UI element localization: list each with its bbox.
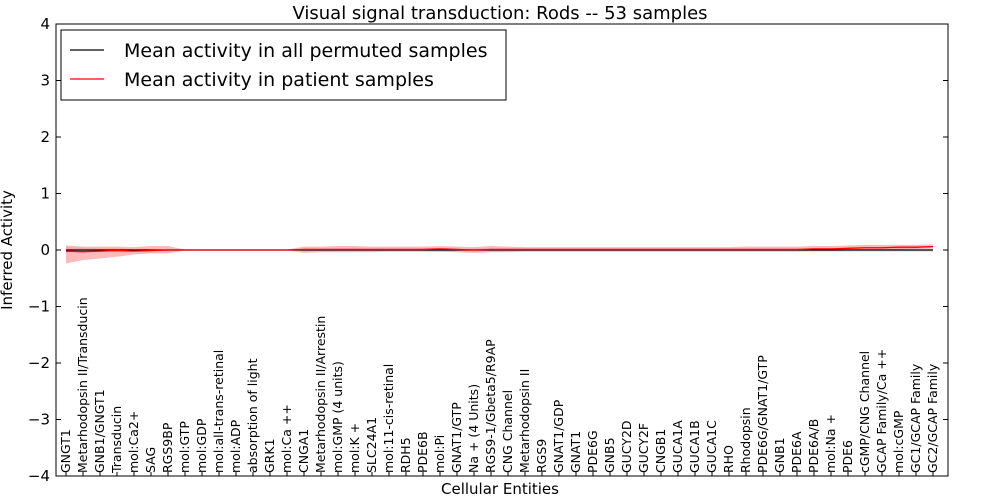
x-tick-label: mol:K + [347,423,362,473]
x-tick-label: mol:GDP [194,418,209,473]
x-tick-label: GCAP Family/Ca ++ [874,349,889,473]
y-tick-label: 1 [40,185,50,203]
x-tick-label: GNB1 [772,437,787,473]
x-tick-label: Metarhodopsin II [517,369,532,473]
x-tick-label: CNGB1 [653,429,668,473]
x-tick-label: PDE6A/B [806,419,821,473]
x-tick-label: GC2/GCAP Family [925,363,940,473]
x-tick-label: GNB1/GNGT1 [92,389,107,473]
legend-box [60,29,507,101]
x-tick-label: PDE6B [415,431,430,473]
x-tick-label: GUCY2F [636,423,651,473]
y-axis-label: Inferred Activity [0,190,16,310]
y-axis: 4 3 2 1 0 −1 −2 −3 −4 [28,15,948,485]
x-tick-label: mol:Ca2+ [126,411,141,473]
y-tick-label: 0 [40,241,50,259]
x-tick-label: mol:ADP [228,419,243,473]
x-tick-label: GUCY2D [619,420,634,473]
y-tick-label: −1 [28,298,50,316]
x-tick-label: GRK1 [262,438,277,473]
x-tick-label: RDH5 [398,437,413,473]
x-tick-label: mol:GMP (4 units) [330,361,345,473]
y-tick-label: 4 [40,15,50,33]
x-tick-label: mol:Ca ++ [279,404,294,473]
x-tick-label: GUCA1A [670,420,685,473]
x-tick-label: Metarhodopsin II/Transducin [75,297,90,473]
y-tick-label: −3 [28,411,50,429]
legend-label-patient: Mean activity in patient samples [124,69,434,91]
y-tick-label: −4 [28,467,50,485]
x-tick-label: GNAT1/GTP [449,402,464,473]
x-tick-label: PDE6A [789,431,804,473]
x-tick-label: Na + (4 Units) [466,384,481,473]
x-tick-label: GNAT1/GDP [551,399,566,473]
x-tick-label: mol:all-trans-retinal [211,350,226,473]
x-tick-label: GNGT1 [58,429,73,473]
legend-label-permuted: Mean activity in all permuted samples [124,40,487,62]
x-tick-label: mol:GTP [177,421,192,473]
x-tick-label: CNG Channel [500,390,515,473]
y-tick-label: 3 [40,72,50,90]
y-tick-label: 2 [40,128,50,146]
x-tick-label: PDE6G [585,430,600,473]
x-tick-label: RHO [721,445,736,473]
x-tick-label: Metarhodopsin II/Arrestin [313,316,328,473]
x-tick-label: mol:11-cis-retinal [381,364,396,473]
series-line-1 [65,245,934,253]
x-tick-label: GC1/GCAP Family [908,363,923,473]
series-band-1 [66,244,933,264]
x-tick-label: RGS9-1/Gbeta5/R9AP [483,339,498,473]
x-tick-label: SAG [143,447,158,473]
x-tick-label: SLC24A1 [364,417,379,473]
x-axis-label: Cellular Entities [441,480,559,498]
x-tick-label: cGMP/CNG Channel [857,351,872,473]
x-tick-label: GUCA1C [704,420,719,473]
x-tick-label: Rhodopsin [738,407,753,473]
x-tick-label: Transducin [109,406,124,474]
legend: Mean activity in all permuted samples Me… [60,29,507,101]
x-tick-label: mol:Pi [432,435,447,473]
x-tick-label: PDE6G/GNAT1/GTP [755,355,770,473]
x-tick-label: absorption of light [245,358,260,473]
x-tick-label: RGS9 [534,439,549,473]
plot-area [65,244,934,264]
x-tick-label: CNGA1 [296,429,311,473]
x-tick-label: GUCA1B [687,420,702,473]
x-tick-label: RGS9BP [160,422,175,473]
chart-title: Visual signal transduction: Rods -- 53 s… [292,3,707,24]
x-tick-label: GNB5 [602,437,617,473]
y-tick-label: −2 [28,354,50,372]
x-tick-label: mol:Na + [823,414,838,473]
x-tick-label: GNAT1 [568,431,583,473]
x-tick-label: mol:cGMP [891,410,906,473]
x-tick-label: PDE6 [840,440,855,473]
